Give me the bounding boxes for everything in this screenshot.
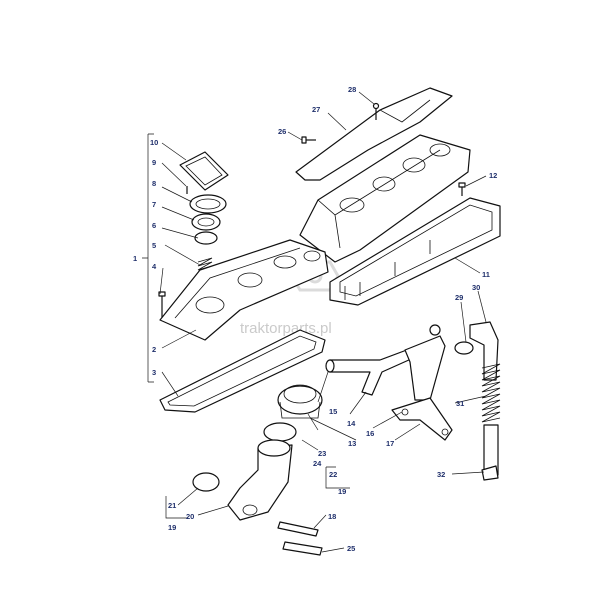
lower-valve-cover (159, 239, 329, 341)
clamp-29 (454, 341, 474, 355)
hose-31 (481, 363, 501, 476)
callout-12: 12 (489, 171, 497, 180)
filler-neck-20 (227, 439, 293, 521)
callout-1: 1 (133, 254, 137, 263)
callout-22: 22 (329, 470, 337, 479)
bolt-18 (277, 521, 319, 537)
bolt-28 (372, 102, 380, 120)
callout-32: 32 (437, 470, 445, 479)
callout-14: 14 (347, 419, 356, 428)
callout-19-lower: 19 (168, 523, 176, 532)
callout-27: 27 (312, 105, 320, 114)
leader-lines (142, 91, 487, 553)
callout-5: 5 (152, 241, 156, 250)
callout-18: 18 (328, 512, 336, 521)
cover-gasket-lower (159, 329, 326, 413)
callout-3: 3 (152, 368, 156, 377)
callout-24: 24 (313, 459, 322, 468)
valve-plate-6 (194, 231, 218, 245)
bolt-12 (458, 182, 466, 196)
bolt-25 (282, 541, 323, 556)
callout-2: 2 (152, 345, 156, 354)
oil-filler-cap (179, 151, 229, 191)
callout-6: 6 (152, 221, 156, 230)
callout-20: 20 (186, 512, 194, 521)
cover-gasket-upper (329, 197, 501, 306)
o-ring-24 (263, 422, 297, 442)
watermark-text: traktorparts.pl (240, 320, 332, 337)
bolt-26 (301, 136, 316, 144)
callout-31: 31 (456, 399, 464, 408)
clip-32 (481, 465, 499, 481)
callout-21: 21 (168, 501, 176, 510)
callout-11: 11 (482, 270, 490, 279)
seal-ring-21 (192, 472, 220, 492)
diaphragm-7 (191, 213, 221, 231)
breather-valve-16 (404, 324, 446, 401)
hose-30 (469, 321, 499, 381)
valve-cover-shield (295, 87, 453, 181)
callout-9: 9 (152, 158, 156, 167)
callout-25: 25 (347, 544, 355, 553)
callout-28: 28 (348, 85, 356, 94)
bracket-17 (391, 397, 453, 441)
callout-15: 15 (329, 407, 337, 416)
callout-30: 30 (472, 283, 480, 292)
filler-cap-23 (277, 384, 323, 419)
callout-8: 8 (152, 179, 156, 188)
upper-valve-cover (299, 134, 471, 263)
callout-labels: 1 2 3 4 5 6 7 8 9 10 11 12 13 14 15 16 1… (133, 85, 497, 553)
callout-19-upper: 19 (338, 487, 346, 496)
callout-13: 13 (348, 439, 356, 448)
breather-pipe-14 (325, 344, 421, 396)
callout-26: 26 (278, 127, 286, 136)
callout-17: 17 (386, 439, 394, 448)
screw-4 (158, 291, 166, 318)
callout-4: 4 (152, 262, 157, 271)
callout-7: 7 (152, 200, 156, 209)
seal-ring-8 (189, 194, 227, 214)
callout-29: 29 (455, 293, 463, 302)
callout-23: 23 (318, 449, 326, 458)
callout-16: 16 (366, 429, 374, 438)
callout-10: 10 (150, 138, 158, 147)
